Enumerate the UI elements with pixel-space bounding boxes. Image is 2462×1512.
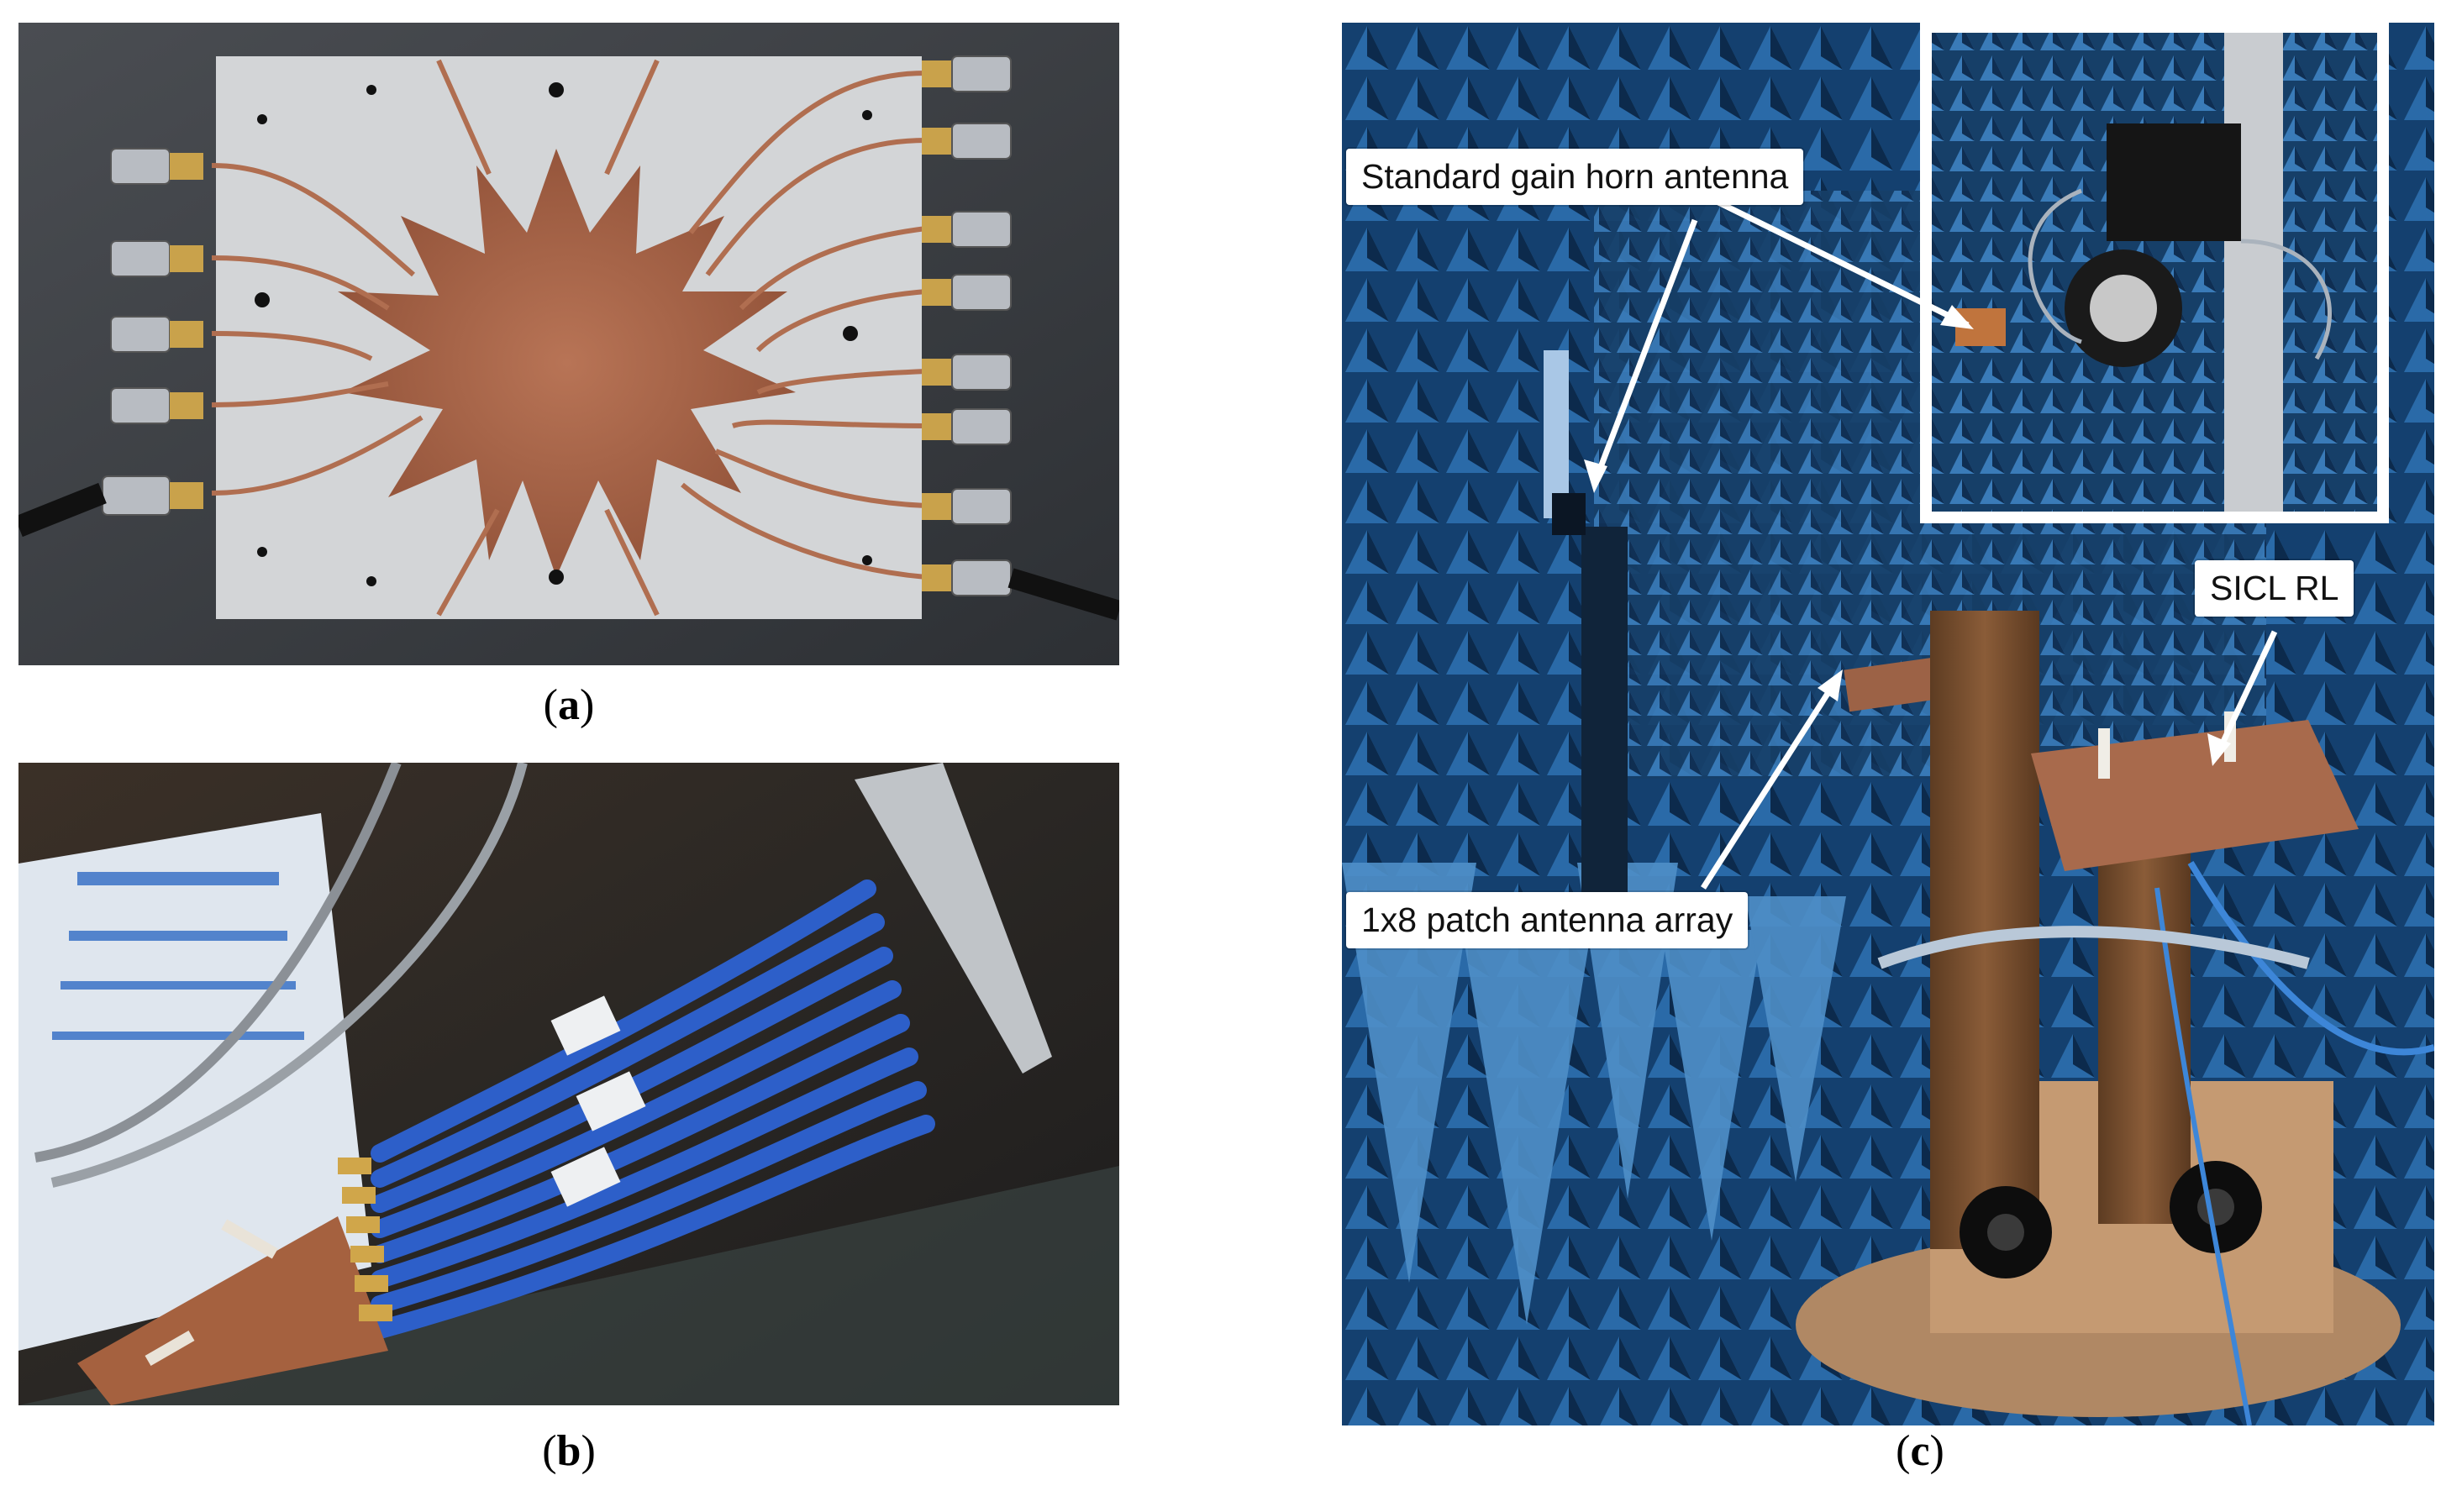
metal-bracket: [855, 763, 1052, 1074]
photo-panel-b: [18, 763, 1119, 1405]
caption-a: (a): [543, 681, 595, 729]
caption-c: (c): [1896, 1427, 1944, 1475]
label-sicl-rl: SICL RL: [2195, 560, 2354, 617]
label-patch-antenna-array: 1x8 patch antenna array: [1346, 892, 1749, 948]
pcb-photo: [18, 23, 1119, 665]
sicl-board: [2031, 720, 2359, 871]
caption-b: (b): [542, 1427, 596, 1475]
label-standard-gain-horn: Standard gain horn antenna: [1346, 149, 1804, 205]
photo-panel-a: [18, 23, 1119, 665]
photo-panel-c: Standard gain horn antenna SICL RL 1x8 p…: [1342, 23, 2434, 1425]
cabled-board-photo: [18, 763, 1119, 1405]
horn-mast: [1544, 350, 1569, 518]
left-sma-connectors: [18, 148, 203, 538]
horn-tower: [1581, 527, 1628, 913]
blue-cables: [371, 879, 935, 1339]
anechoic-chamber-photo: [1342, 23, 2434, 1425]
right-sma-connectors: [922, 55, 1119, 621]
callout-arrows: [1584, 196, 2278, 890]
starburst-lens: [338, 149, 796, 577]
inset-horn-photo: [1920, 23, 2389, 523]
